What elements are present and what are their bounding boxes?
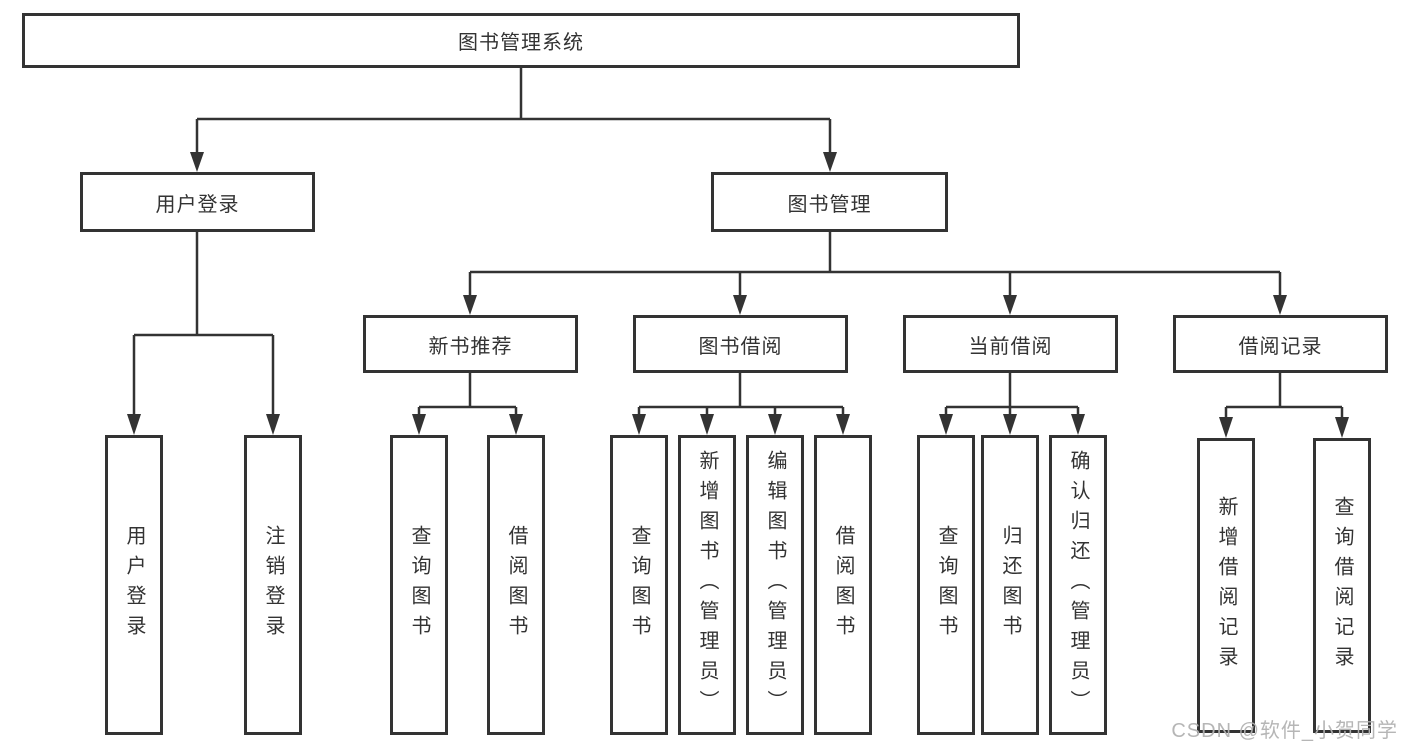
connector-bookmgmt-to-level3: [463, 232, 1287, 315]
node-label: 新书推荐: [428, 335, 513, 358]
leaf-query-books-newbook: 查询图书: [390, 435, 448, 735]
leaf-query-borrow-record: 查询借阅记录: [1313, 438, 1371, 733]
connector-records-to-leaves: [1219, 373, 1349, 438]
node-borrow-records: 借阅记录: [1173, 315, 1388, 373]
leaf-add-borrow-record: 新增借阅记录: [1197, 438, 1255, 733]
node-root-library-system: 图书管理系统: [22, 13, 1020, 68]
node-label: 用户登录: [155, 193, 240, 216]
leaf-borrow-books-newbook: 借阅图书: [487, 435, 545, 735]
leaf-label: 新增图书（管理员）: [696, 450, 718, 720]
leaf-edit-books-admin: 编辑图书（管理员）: [746, 435, 804, 735]
connector-root-to-level2: [190, 68, 837, 172]
leaf-user-login: 用户登录: [105, 435, 163, 735]
leaf-confirm-return-admin: 确认归还（管理员）: [1049, 435, 1107, 735]
node-label: 借阅记录: [1238, 335, 1323, 358]
connector-newbook-to-leaves: [412, 373, 523, 435]
leaf-label: 确认归还（管理员）: [1067, 450, 1089, 720]
leaf-return-books: 归还图书: [981, 435, 1039, 735]
connector-borrow-to-leaves: [632, 373, 850, 435]
leaf-borrow-books-borrow: 借阅图书: [814, 435, 872, 735]
node-new-book-recommend: 新书推荐: [363, 315, 578, 373]
leaf-query-books-borrow: 查询图书: [610, 435, 668, 735]
node-label: 图书管理: [787, 193, 872, 216]
leaf-label: 查询图书: [935, 525, 957, 645]
leaf-logout: 注销登录: [244, 435, 302, 735]
node-book-borrow: 图书借阅: [633, 315, 848, 373]
node-label: 图书管理系统: [458, 32, 584, 54]
node-user-login: 用户登录: [80, 172, 315, 232]
node-book-management: 图书管理: [711, 172, 948, 232]
leaf-label: 编辑图书（管理员）: [764, 450, 786, 720]
leaf-label: 借阅图书: [505, 525, 527, 645]
connector-userlogin-to-leaves: [127, 232, 280, 435]
leaf-label: 查询借阅记录: [1331, 495, 1353, 676]
leaf-label: 用户登录: [123, 525, 145, 645]
leaf-label: 新增借阅记录: [1215, 495, 1237, 676]
leaf-label: 注销登录: [262, 525, 284, 645]
node-label: 图书借阅: [698, 335, 783, 358]
csdn-watermark: CSDN @软件_小贺同学: [1171, 720, 1398, 742]
leaf-query-books-current: 查询图书: [917, 435, 975, 735]
leaf-label: 查询图书: [408, 525, 430, 645]
leaf-label: 归还图书: [999, 525, 1021, 645]
leaf-add-books-admin: 新增图书（管理员）: [678, 435, 736, 735]
leaf-label: 查询图书: [628, 525, 650, 645]
node-label: 当前借阅: [968, 335, 1053, 358]
leaf-label: 借阅图书: [832, 525, 854, 645]
connector-current-to-leaves: [939, 373, 1085, 435]
node-current-borrow: 当前借阅: [903, 315, 1118, 373]
